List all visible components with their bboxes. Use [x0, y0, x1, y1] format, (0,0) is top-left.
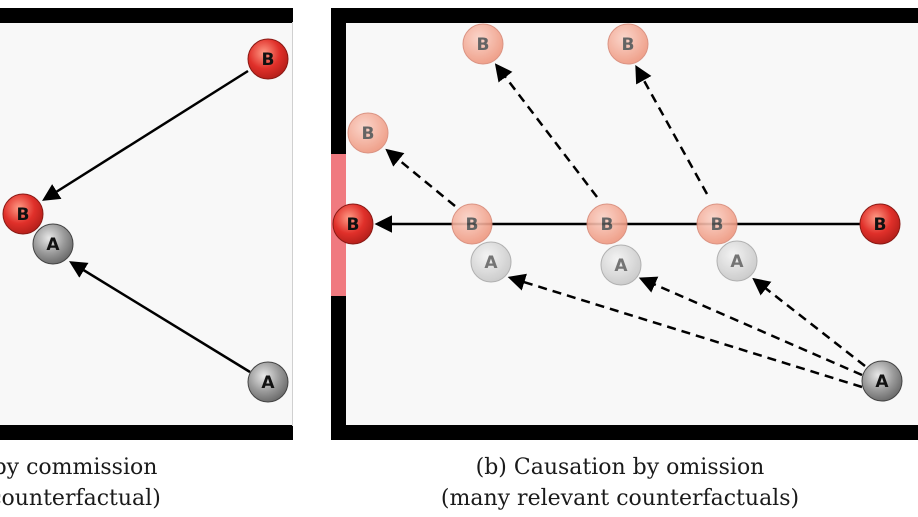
panel-b-arrow-a-cf2 [638, 276, 863, 377]
panel-b-ball-b-start: B [859, 203, 901, 245]
panel-a-bottom-wall [0, 425, 293, 440]
panel-b-ghost-b-mid2: B [586, 203, 628, 245]
panel-b-ball-b-end: B [332, 203, 374, 245]
ball-label: A [484, 253, 498, 273]
panel-a-top-wall [0, 8, 293, 23]
panel-a-ball-a-start: A [247, 361, 289, 403]
ball-label: A [261, 373, 275, 393]
panel-b-bottom-wall [331, 425, 918, 440]
panel-b-arrow-b-cf3 [635, 64, 709, 195]
ball-label: B [477, 35, 490, 55]
panel-b-arrow-a-cf3 [752, 277, 866, 367]
panel-b: B B B B B B A A [331, 8, 918, 440]
panel-a-caption-line2: counterfactual) [0, 486, 161, 511]
ball-label: A [46, 235, 60, 255]
ball-label: A [730, 252, 744, 272]
panel-a-ball-a-end: A [32, 223, 74, 265]
panel-b-arrow-a-cf1 [507, 273, 863, 389]
panel-b-ghost-b-left: B [347, 112, 389, 154]
ball-label: B [262, 50, 275, 70]
panel-b-ghost-b-mid3: B [696, 203, 738, 245]
panel-b-ghost-b-mid1: B [451, 203, 493, 245]
panel-b-arrow-b-cf2 [494, 63, 598, 198]
ball-label: B [622, 35, 635, 55]
ball-label: B [17, 205, 30, 225]
panel-b-ghost-a-3: A [716, 240, 758, 282]
panel-a-arrow-a [69, 261, 251, 374]
ball-label: B [362, 124, 375, 144]
panel-b-top-wall [331, 8, 918, 23]
panel-a-field [0, 22, 293, 426]
ball-label: B [874, 215, 887, 235]
panel-a-ball-b-end: B [2, 193, 44, 235]
panel-a-ball-b-start: B [247, 38, 289, 80]
panel-b-caption-line1: (b) Causation by omission [475, 455, 765, 480]
panel-a-caption-line1: by commission [0, 455, 158, 480]
ball-label: A [875, 372, 889, 392]
ball-label: A [614, 256, 628, 276]
panel-b-left-wall-top [331, 8, 346, 154]
panel-b-ghost-b-top1: B [462, 23, 504, 65]
panel-b-ghost-a-2: A [600, 244, 642, 286]
panel-b-ghost-b-top2: B [607, 23, 649, 65]
panel-a-arrow-b [42, 69, 249, 201]
ball-label: B [601, 215, 614, 235]
ball-label: B [466, 215, 479, 235]
panel-b-caption-line2: (many relevant counterfactuals) [440, 486, 800, 511]
panel-b-left-wall-bottom [331, 296, 346, 440]
ball-label: B [711, 215, 724, 235]
ball-label: B [347, 215, 360, 235]
panel-b-ball-a-start: A [861, 360, 903, 402]
panel-a-caption: by commission counterfactual) [0, 452, 235, 514]
panel-b-ghost-a-1: A [470, 241, 512, 283]
panel-a: B B A A [0, 8, 293, 440]
panel-b-caption: (b) Causation by omission (many relevant… [400, 452, 840, 514]
